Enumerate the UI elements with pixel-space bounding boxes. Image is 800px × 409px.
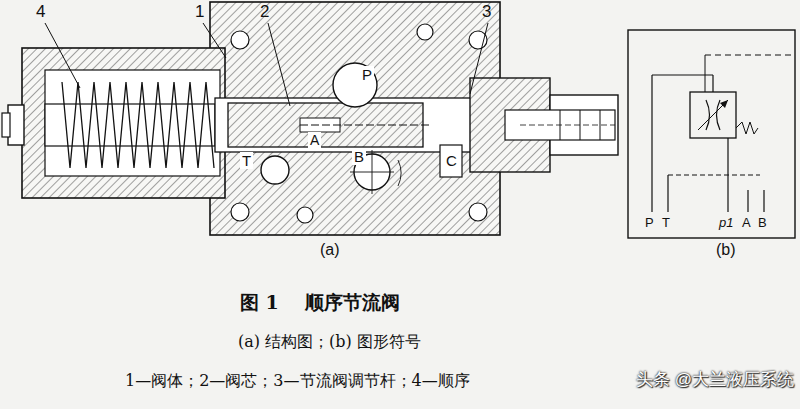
port-label: A <box>308 132 321 148</box>
subcaption: (a) 结构图；(b) 图形符号 <box>238 333 421 351</box>
port-label: P <box>360 66 374 83</box>
port-label: A <box>742 216 751 231</box>
port-label: T <box>662 216 670 231</box>
figure-label: (b) <box>716 241 736 259</box>
callout-number: 4 <box>36 2 45 22</box>
figure-caption: 图 1 顺序节流阀 <box>240 292 400 314</box>
figure-label: (a) <box>320 241 340 259</box>
port-label: P <box>645 216 654 231</box>
port-label: p1 <box>719 216 733 231</box>
callout-number: 1 <box>195 2 204 22</box>
callout-number: 2 <box>260 2 269 22</box>
parts-list: 1—阀体；2—阀芯；3—节流阀调节杆；4—顺序 <box>125 372 470 390</box>
watermark: 头条 @大兰液压系统 <box>636 370 794 390</box>
port-label: C <box>444 152 459 169</box>
port-label: B <box>758 216 767 231</box>
port-label: T <box>240 152 253 169</box>
callout-number: 3 <box>482 2 491 22</box>
port-label: B <box>352 148 366 165</box>
